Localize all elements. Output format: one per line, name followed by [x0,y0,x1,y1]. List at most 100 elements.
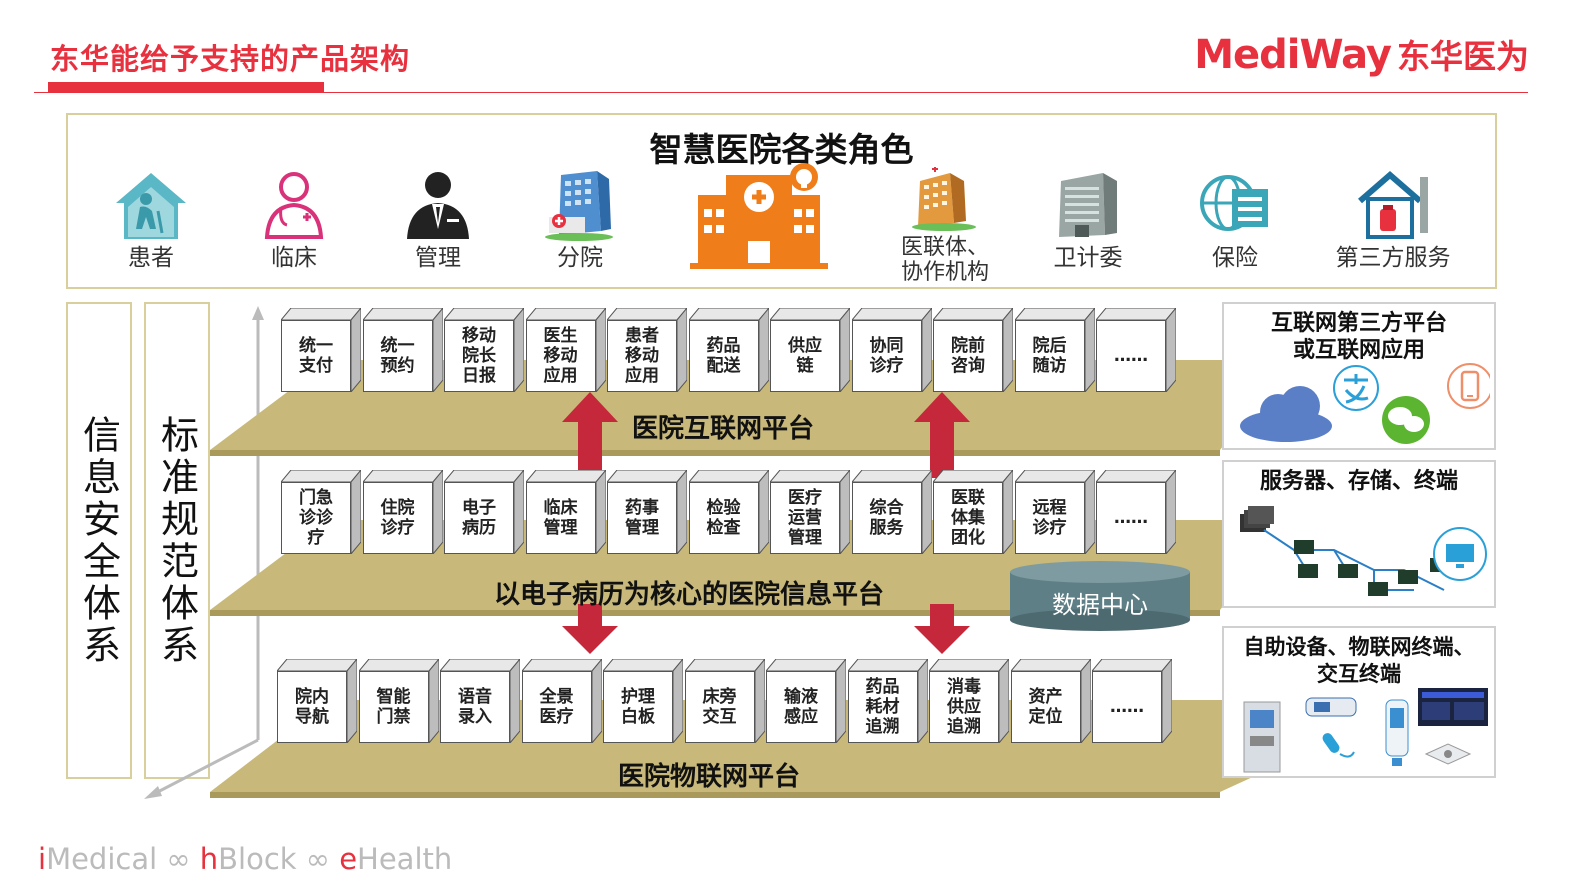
axis-arrowhead-down [144,786,162,799]
server-rack-icon [1240,506,1274,532]
module-box: 供应 链 [770,308,850,392]
module-box: 医疗 运营 管理 [770,470,850,554]
wechat-icon [1382,396,1430,444]
brand: MediWay 东华医为 [1194,30,1529,78]
data-center-cylinder [1010,561,1190,631]
module-box-side [676,308,687,392]
role-management: 管理 [373,167,503,272]
module-label: 医生 移动 应用 [525,320,596,392]
display-board-icon [1418,688,1488,726]
module-label: 药品 耗材 追溯 [847,671,918,743]
third-party-service-icon [1323,167,1463,243]
role-label: 卫计委 [1053,245,1123,271]
role-label: 临床 [271,245,317,271]
module-box: 住院 诊疗 [362,470,443,554]
footer-health: Health [357,842,453,876]
iot-platform-edge [210,792,1220,798]
module-box-side [595,470,606,554]
internet-apps-title: 互联网第三方平台 或互联网应用 [1270,311,1447,363]
module-label: 检验 检查 [688,482,759,554]
internet-platform-label: 医院互联网平台 [632,414,815,444]
module-box-side [1165,308,1176,392]
up-arrow-right [914,392,970,478]
iot-platform-label: 医院物联网平台 [618,762,801,792]
module-box-side [1161,659,1172,743]
module-label: 输液 感应 [766,671,836,743]
role-label: 保险 [1212,245,1258,271]
branch-hospital-icon [515,167,645,243]
module-box: …… [1096,470,1176,554]
module-box: 临床 管理 [525,470,606,554]
module-label: 床旁 交互 [684,671,755,743]
manager-icon [373,167,503,243]
module-box: 医生 移动 应用 [525,308,606,392]
module-box-side [350,470,361,554]
module-box-side [758,470,769,554]
module-box: 全景 医疗 [521,659,602,743]
microphone-icon [1322,733,1355,758]
module-box: 院内 导航 [277,659,357,743]
data-center-label: 数据中心 [1052,591,1148,619]
module-label: …… [1096,320,1166,392]
role-label: 管理 [415,245,461,271]
module-label: 综合 服务 [851,482,922,554]
role-insurance: 保险 [1170,167,1300,272]
module-box-side [428,659,439,743]
module-label: 供应 链 [770,320,840,392]
device-icons [1243,688,1488,773]
module-box-side [672,659,683,743]
module-box-side [509,659,520,743]
module-box: 药事 管理 [607,470,687,554]
header-rule [34,92,1528,93]
module-box: 远程 诊疗 [1014,470,1095,554]
network-topology-icons [1240,506,1487,596]
module-box: 医联 体集 团化 [933,470,1013,554]
hospital-alliance-icon [880,167,1010,233]
role-label: 患者 [128,245,174,271]
role-hospital [674,161,844,275]
module-box: 统一 预约 [362,308,443,392]
doctor-icon [229,167,359,243]
title-underline [48,82,324,93]
module-label: 医疗 运营 管理 [770,482,840,554]
module-label: 智能 门禁 [358,671,429,743]
module-label: 临床 管理 [525,482,596,554]
module-label: 移动 院长 日报 [444,320,514,392]
devices-title: 自助设备、物联网终端、 交互终端 [1243,635,1475,686]
footer-block: Block [218,842,297,876]
footer-medical: Medical [46,842,158,876]
down-arrow-right [914,604,970,654]
patient-house-icon [86,167,216,243]
module-box-side [432,308,443,392]
servers-title: 服务器、存储、终端 [1259,469,1458,494]
module-box: …… [1096,308,1176,392]
monitor-icon [1433,527,1487,581]
rfid-reader-icon [1305,697,1357,717]
module-label: 院后 随访 [1014,320,1085,392]
module-label: 远程 诊疗 [1014,482,1085,554]
module-label: 语音 录入 [440,671,510,743]
sensor-icon [1424,743,1472,765]
info-platform-edge [210,610,1220,616]
axis-diagonal [149,738,259,798]
module-label: 院内 导航 [277,671,347,743]
module-box: 协同 诊疗 [851,308,932,392]
module-box-side [998,659,1009,743]
standards-system-box: 标准规范体系 [144,302,210,779]
module-label: 院前 咨询 [933,320,1003,392]
role-third-party: 第三方服务 [1323,167,1463,272]
hospital-icon [674,161,844,273]
module-box: 消毒 供应 追溯 [929,659,1009,743]
footer-e: e [339,842,358,876]
module-label: 协同 诊疗 [851,320,922,392]
brand-logo: MediWay [1194,32,1392,78]
module-box: 院前 咨询 [933,308,1013,392]
module-box-side [1165,470,1176,554]
module-box-side [595,308,606,392]
roles-panel: 智慧医院各类角色 患者 [66,113,1497,289]
module-box-side [835,659,846,743]
slide-title: 东华能给予支持的产品架构 [50,42,411,76]
role-alliance: 医联体、 协作机构 [880,167,1010,285]
module-box-side [591,659,602,743]
